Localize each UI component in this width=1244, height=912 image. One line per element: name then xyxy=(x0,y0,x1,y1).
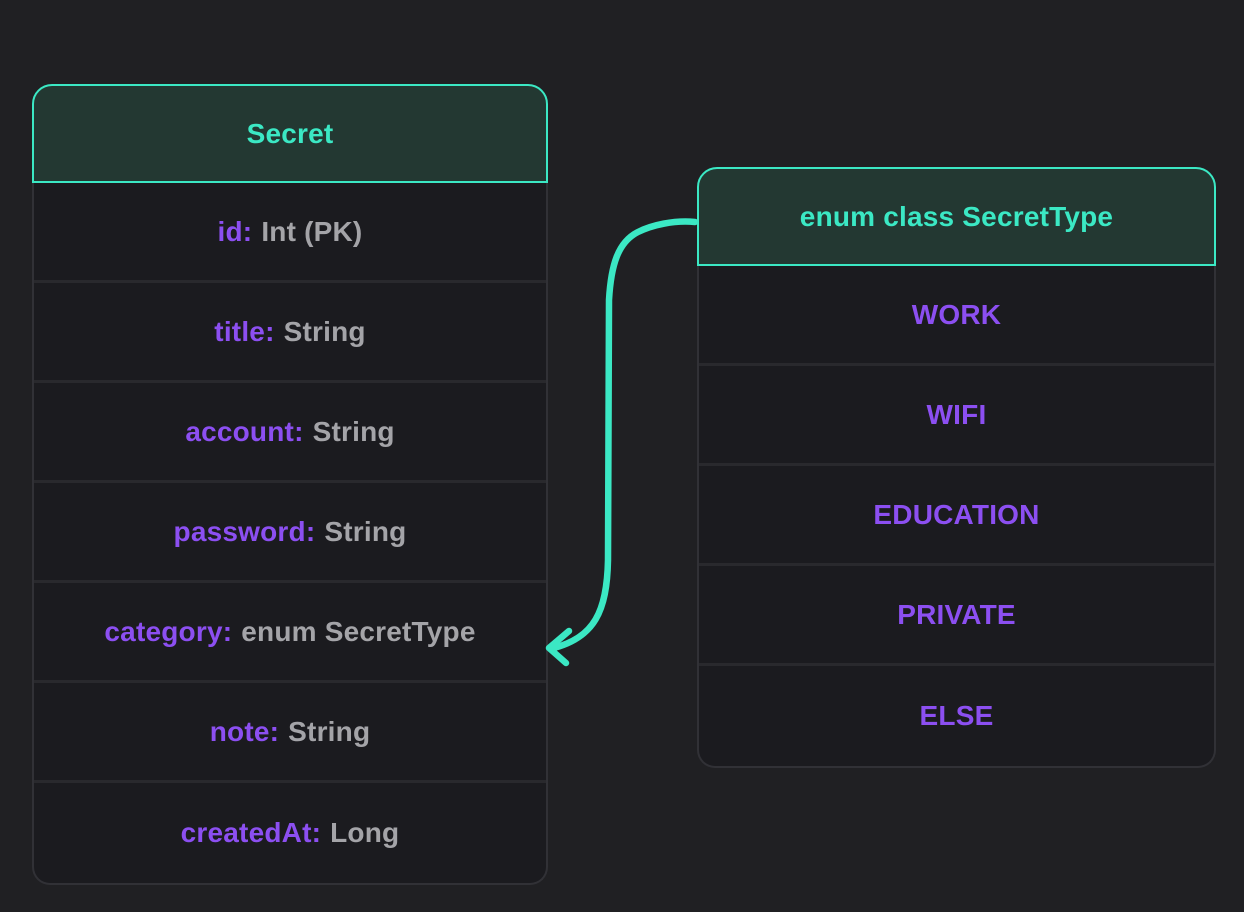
field-name: title: xyxy=(214,315,275,347)
field-row-title: title: String xyxy=(34,283,546,383)
secret-table: Secret id: Int (PK) title: String accoun… xyxy=(32,84,548,885)
field-type: String xyxy=(283,315,366,347)
enum-value: EDUCATION xyxy=(873,498,1040,530)
arrowhead-icon xyxy=(545,627,573,667)
enum-row-wifi: WIFI xyxy=(699,366,1214,466)
enum-value: WORK xyxy=(911,298,1002,330)
enum-value: WIFI xyxy=(926,398,987,430)
secret-table-title: Secret xyxy=(246,117,334,149)
enum-secrettype-table: enum class SecretType WORK WIFI EDUCATIO… xyxy=(697,167,1216,768)
field-name: createdAt: xyxy=(180,817,322,848)
secret-table-header: Secret xyxy=(32,84,548,183)
field-row-account: account: String xyxy=(34,383,546,483)
enum-value: ELSE xyxy=(919,700,994,731)
field-row-password: password: String xyxy=(34,483,546,583)
field-type: String xyxy=(324,515,407,547)
field-type: String xyxy=(288,715,371,747)
field-type: Int (PK) xyxy=(261,215,363,247)
field-type: String xyxy=(312,415,395,447)
enum-value: PRIVATE xyxy=(897,598,1016,630)
enum-row-else: ELSE xyxy=(699,666,1214,766)
field-row-createdat: createdAt: Long xyxy=(34,783,546,883)
field-row-id: id: Int (PK) xyxy=(34,183,546,283)
enum-table-title: enum class SecretType xyxy=(799,200,1114,232)
field-row-note: note: String xyxy=(34,683,546,783)
field-name: account: xyxy=(185,415,304,447)
field-name: note: xyxy=(209,715,280,747)
field-name: password: xyxy=(173,515,316,547)
enum-row-education: EDUCATION xyxy=(699,466,1214,566)
enum-table-header: enum class SecretType xyxy=(697,167,1216,266)
field-name: category: xyxy=(104,615,233,647)
field-type: enum SecretType xyxy=(241,615,476,647)
secret-table-body: id: Int (PK) title: String account: Stri… xyxy=(32,183,548,885)
enum-table-body: WORK WIFI EDUCATION PRIVATE ELSE xyxy=(697,266,1216,768)
field-name: id: xyxy=(217,215,253,247)
enum-row-private: PRIVATE xyxy=(699,566,1214,666)
field-row-category: category: enum SecretType xyxy=(34,583,546,683)
arrow-curve xyxy=(550,218,699,652)
field-type: Long xyxy=(330,817,400,848)
enum-row-work: WORK xyxy=(699,266,1214,366)
